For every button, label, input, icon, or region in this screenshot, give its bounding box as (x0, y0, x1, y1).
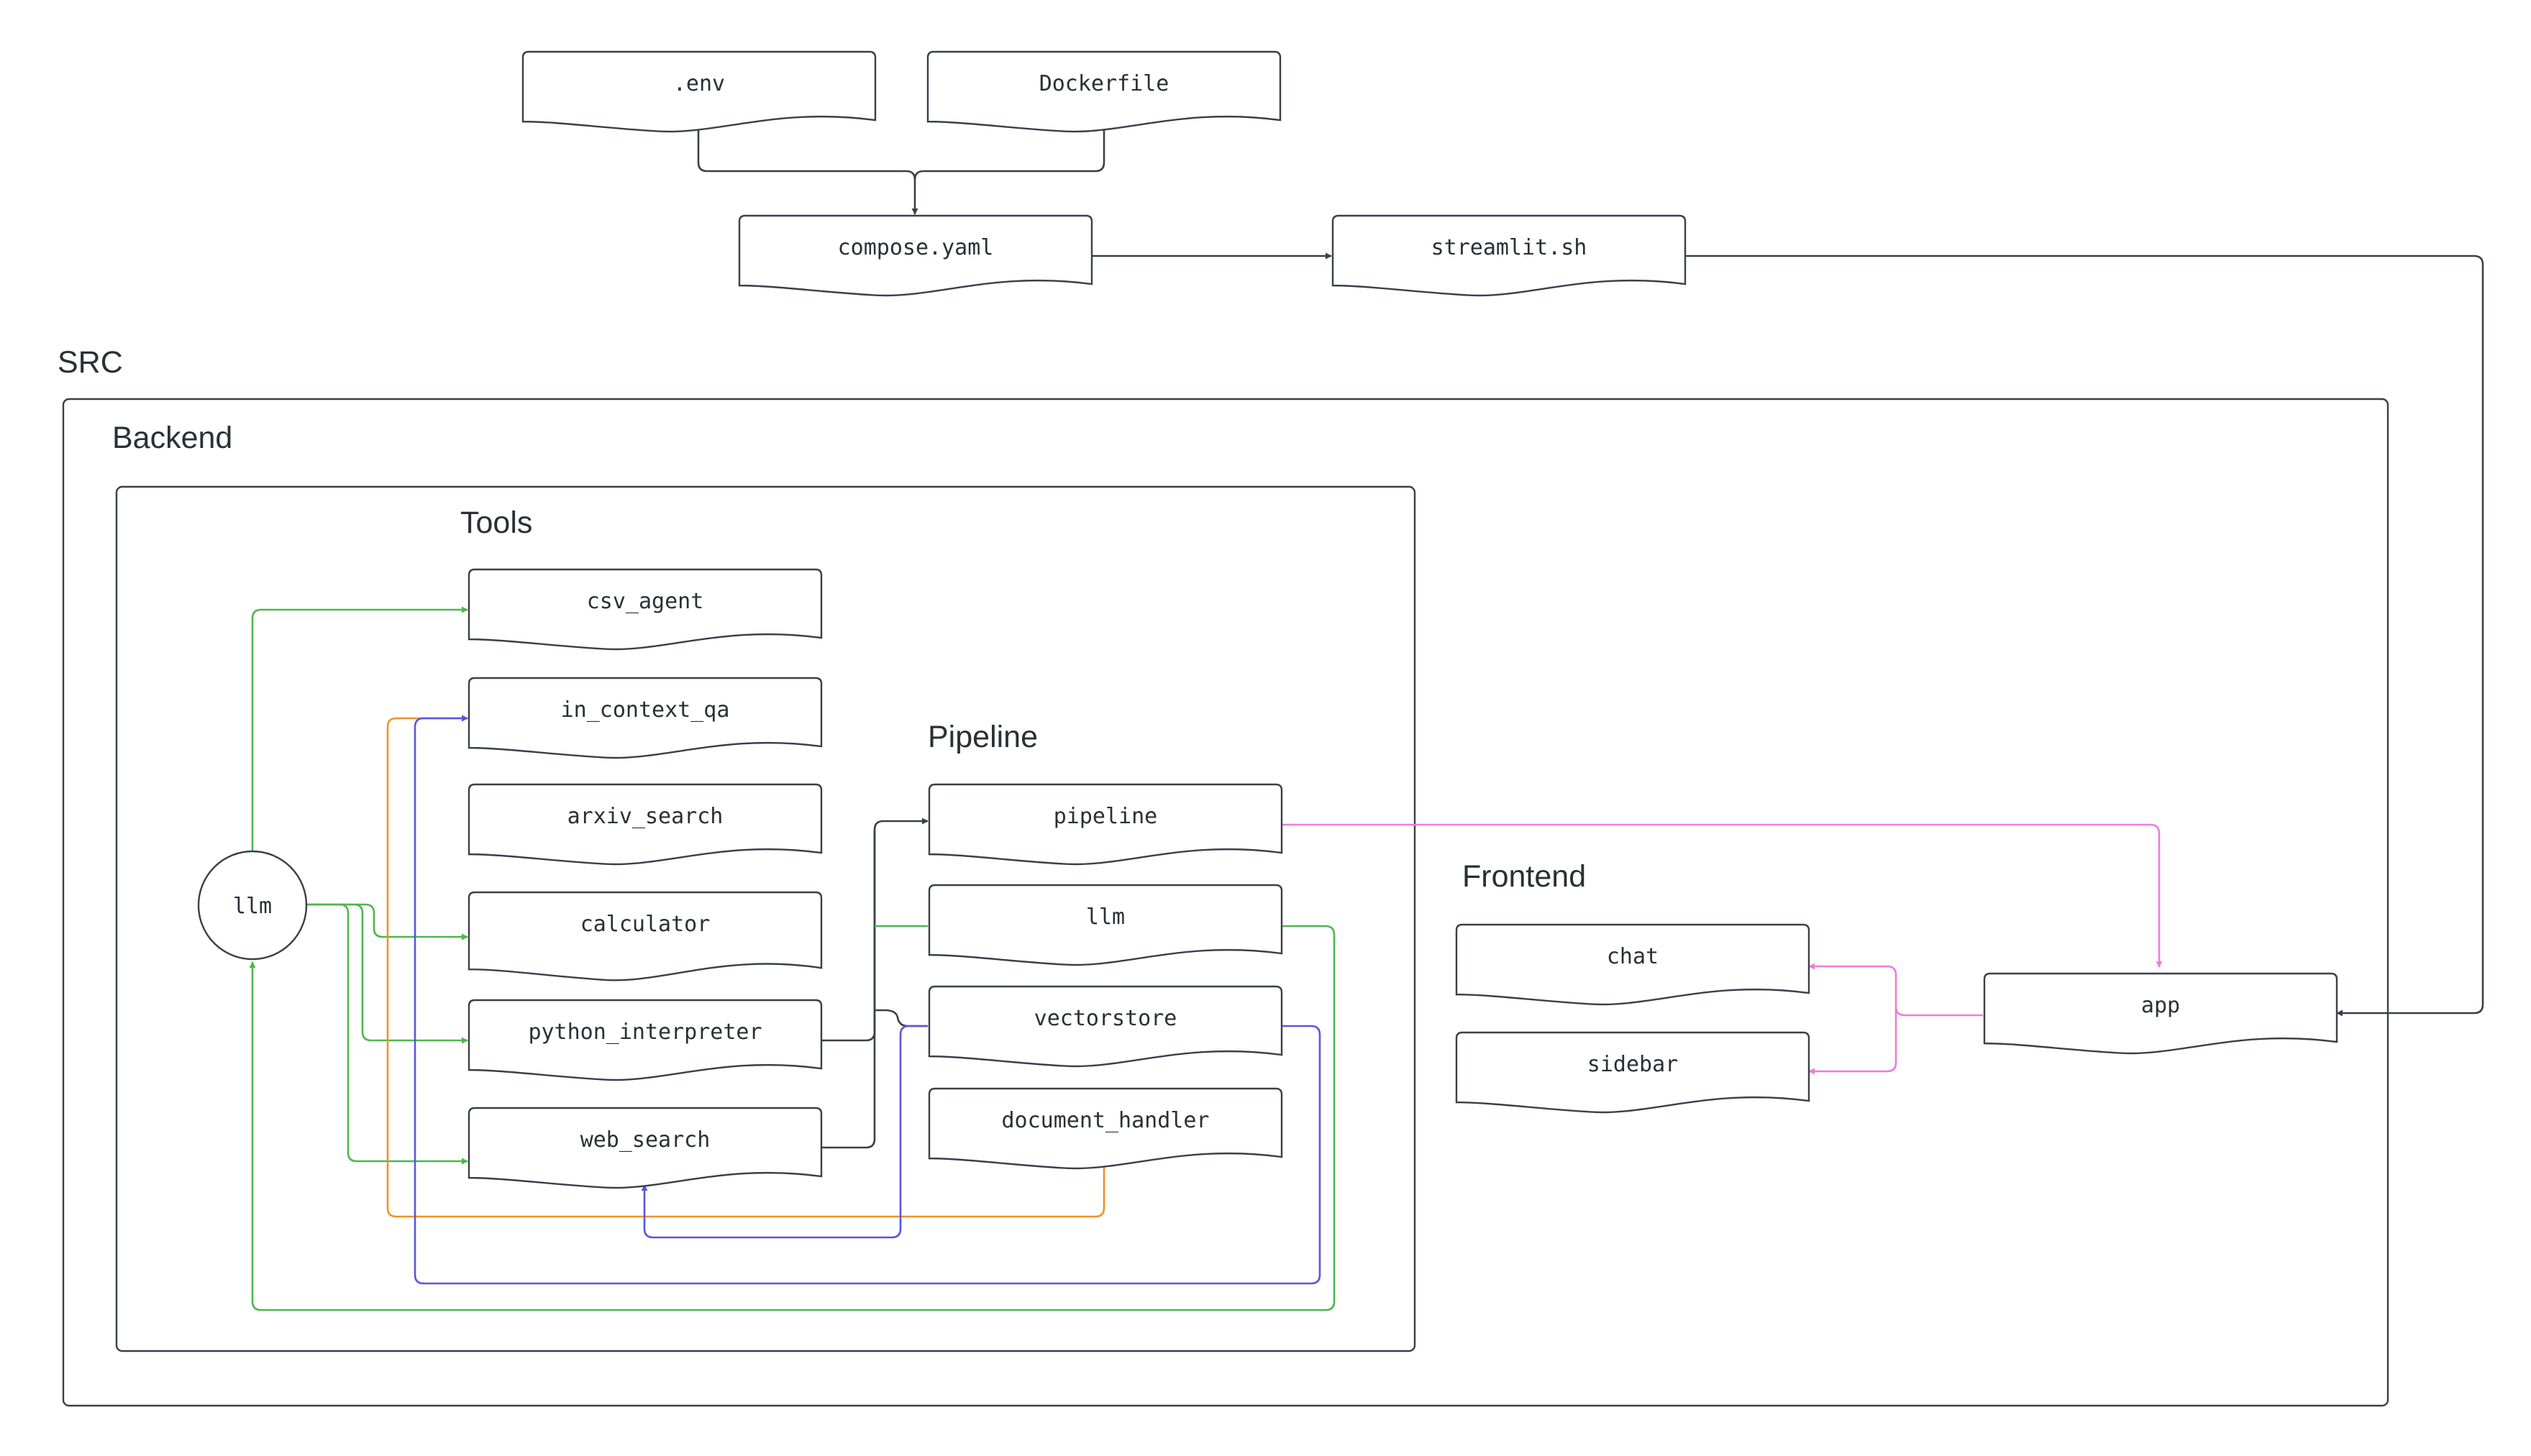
node-dockerfile[interactable]: Dockerfile (926, 50, 1282, 133)
edge-app-chat (1808, 963, 1983, 1017)
document-shape (468, 1107, 823, 1189)
edge-llm-python-interpreter (305, 903, 468, 1044)
node-arxiv-search[interactable]: arxiv_search (468, 783, 823, 866)
node-label-sidebar: sidebar (1587, 1052, 1678, 1077)
node-label-web-search: web_search (580, 1127, 711, 1153)
node-label-document-handler: document_handler (1002, 1108, 1210, 1133)
edge-env-compose (697, 129, 918, 215)
edge-app-sidebar (1808, 1007, 1897, 1075)
edge-streamlit-app (1685, 255, 2484, 1017)
edge-pipeline-llm-to-tools-llm (249, 925, 1336, 1311)
document-shape (1331, 214, 1687, 297)
edge-vectorstore-pipeline (875, 1009, 928, 1027)
edge-llm-web-search (305, 903, 468, 1165)
node-env[interactable]: .env (521, 50, 877, 133)
document-shape (926, 50, 1282, 133)
document-shape (468, 891, 823, 981)
pipeline-label: Pipeline (928, 720, 1038, 754)
backend-label: Backend (112, 421, 232, 455)
node-python-interpreter[interactable]: python_interpreter (468, 999, 823, 1081)
node-label-streamlit: streamlit.sh (1431, 235, 1587, 260)
document-shape (1455, 1031, 1810, 1114)
node-label-dockerfile: Dockerfile (1039, 71, 1169, 96)
node-label-app: app (2141, 993, 2180, 1018)
node-label-pipeline: pipeline (1054, 804, 1158, 829)
edge-vectorstore-web-search (641, 1025, 928, 1239)
node-label-arxiv-search: arxiv_search (567, 804, 724, 829)
llm-circle-shape (197, 850, 308, 961)
nodes-layer: .env Dockerfile compose.yaml streamlit.sh cs… (468, 50, 2338, 1189)
node-label-in-context-qa: in_context_qa (561, 697, 730, 723)
backend-tools-frame (115, 485, 1416, 1352)
node-compose[interactable]: compose.yaml (738, 214, 1093, 297)
node-label-python-interpreter: python_interpreter (528, 1020, 762, 1045)
node-app[interactable]: app (1983, 972, 2338, 1055)
node-document-handler[interactable]: document_handler (928, 1087, 1283, 1170)
node-sidebar[interactable]: sidebar (1455, 1031, 1810, 1114)
document-shape (521, 50, 877, 133)
node-label-calculator: calculator (580, 912, 711, 937)
edge-llm-csv-agent (251, 606, 468, 851)
node-pipeline[interactable]: pipeline (928, 783, 1283, 866)
document-shape (928, 783, 1283, 866)
document-shape (468, 677, 823, 759)
document-shape (1983, 972, 2338, 1055)
node-calculator[interactable]: calculator (468, 891, 823, 981)
document-shape (468, 783, 823, 866)
node-label-llm-tools: llm (233, 894, 272, 919)
node-label-csv-agent: csv_agent (587, 589, 704, 614)
document-shape (738, 214, 1093, 297)
document-shape (928, 884, 1283, 966)
tools-label: Tools (460, 505, 532, 540)
node-chat[interactable]: chat (1455, 923, 1810, 1006)
node-csv-agent[interactable]: csv_agent (468, 568, 823, 651)
document-shape (928, 985, 1283, 1068)
node-label-chat: chat (1607, 944, 1659, 969)
node-llm-tools[interactable]: llm (197, 850, 308, 961)
src-frame (62, 398, 2389, 1407)
document-shape (468, 568, 823, 651)
edge-llm-calculator (305, 903, 468, 940)
edge-web-search-pipeline (820, 830, 876, 1149)
node-label-llm-pipeline: llm (1086, 905, 1125, 930)
document-shape (928, 1087, 1283, 1170)
node-streamlit[interactable]: streamlit.sh (1331, 214, 1687, 297)
src-label: SRC (58, 345, 123, 380)
edge-dockerfile-compose (913, 129, 1105, 180)
node-label-compose: compose.yaml (838, 235, 994, 260)
document-shape (468, 999, 823, 1081)
edge-vectorstore-in-context-qa (414, 715, 1321, 1285)
node-web-search[interactable]: web_search (468, 1107, 823, 1189)
node-vectorstore[interactable]: vectorstore (928, 985, 1283, 1068)
node-llm-pipeline[interactable]: llm (928, 884, 1283, 966)
node-label-env: .env (673, 71, 725, 96)
frontend-label: Frontend (1462, 859, 1586, 894)
edge-document-handler-in-context-qa (386, 715, 1105, 1218)
document-shape (1455, 923, 1810, 1006)
node-in-context-qa[interactable]: in_context_qa (468, 677, 823, 759)
node-label-vectorstore: vectorstore (1034, 1006, 1177, 1031)
edge-pipeline-app (1279, 823, 2163, 968)
